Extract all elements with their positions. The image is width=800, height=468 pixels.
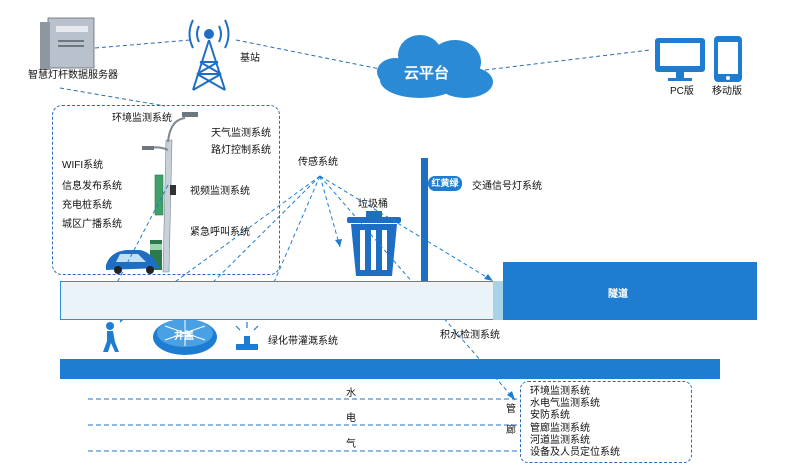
corridor-systems-list: 环境监测系统 水电气监测系统 安防系统 管廊监测系统 河道监测系统 设备及人员定…	[530, 386, 620, 459]
pipe-gas-label: 气	[346, 439, 356, 450]
pedestrian-icon	[103, 322, 119, 352]
mobile-label: 移动版	[712, 86, 742, 97]
pc-monitor-icon	[655, 38, 705, 81]
pole-weather-label: 天气监测系统	[211, 128, 271, 139]
server-icon	[40, 17, 95, 70]
pole-charge-label: 充电桩系统	[62, 200, 112, 211]
corridor-system-item: 水电气监测系统	[530, 398, 600, 410]
sensor-system-label: 传感系统	[298, 157, 338, 168]
manhole-label: 井盖	[174, 331, 194, 342]
pole-info-label: 信息发布系统	[62, 181, 122, 192]
pipe-lines	[88, 398, 520, 452]
network-links	[59, 39, 651, 107]
link-basestation-cloud	[235, 39, 386, 71]
link-server-basestation	[94, 39, 191, 49]
corridor-label-1: 管	[506, 404, 516, 415]
pole-streetlight-label: 路灯控制系统	[211, 145, 271, 156]
corridor-systems-box	[520, 381, 692, 463]
traffic-light-badge: 红黄绿	[428, 176, 462, 191]
sprinkler-icon	[235, 322, 259, 350]
smart-pole-box	[52, 105, 280, 275]
water-detection-label: 积水检测系统	[440, 330, 500, 341]
corridor-system-item: 管廊监测系统	[530, 422, 590, 434]
pole-emergency-label: 紧急呼叫系统	[190, 227, 250, 238]
traffic-signal-pole-icon	[421, 158, 428, 282]
base-station-tower-icon	[188, 19, 230, 91]
car-icon	[106, 250, 160, 274]
pole-video-label: 视频监测系统	[190, 186, 250, 197]
pole-env-label: 环境监测系统	[112, 113, 172, 124]
corridor-system-item: 安防系统	[530, 410, 570, 422]
traffic-signal-label: 交通信号灯系统	[472, 181, 542, 192]
pc-label: PC版	[670, 86, 694, 97]
tunnel-block	[503, 262, 757, 320]
green-irrigation-label: 绿化带灌溉系统	[268, 336, 338, 347]
link-server-polebox	[59, 87, 166, 107]
corridor-system-item: 设备及人员定位系统	[530, 447, 620, 459]
trash-label: 垃圾桶	[358, 199, 388, 210]
base-station-label: 基站	[240, 53, 260, 64]
corridor-system-item: 河道监测系统	[530, 434, 590, 446]
underground-layer	[60, 359, 720, 379]
mobile-phone-icon	[714, 36, 742, 82]
server-label: 智慧灯杆数据服务器	[28, 70, 118, 81]
road-surface	[60, 281, 497, 320]
corridor-label-2: 廊	[506, 425, 516, 436]
tunnel-label: 隧道	[608, 289, 628, 300]
cloud-platform-icon	[377, 35, 493, 98]
pole-wifi-label: WIFI系统	[62, 160, 104, 171]
cloud-platform-label: 云平台	[404, 65, 450, 82]
link-cloud-clients	[484, 49, 651, 71]
corridor-system-item: 环境监测系统	[530, 386, 590, 397]
pipe-electric-label: 电	[346, 413, 356, 424]
pole-broadcast-label: 城区广播系统	[62, 219, 122, 230]
manhole-cover-icon	[153, 319, 217, 355]
pipe-water-label: 水	[346, 388, 356, 399]
